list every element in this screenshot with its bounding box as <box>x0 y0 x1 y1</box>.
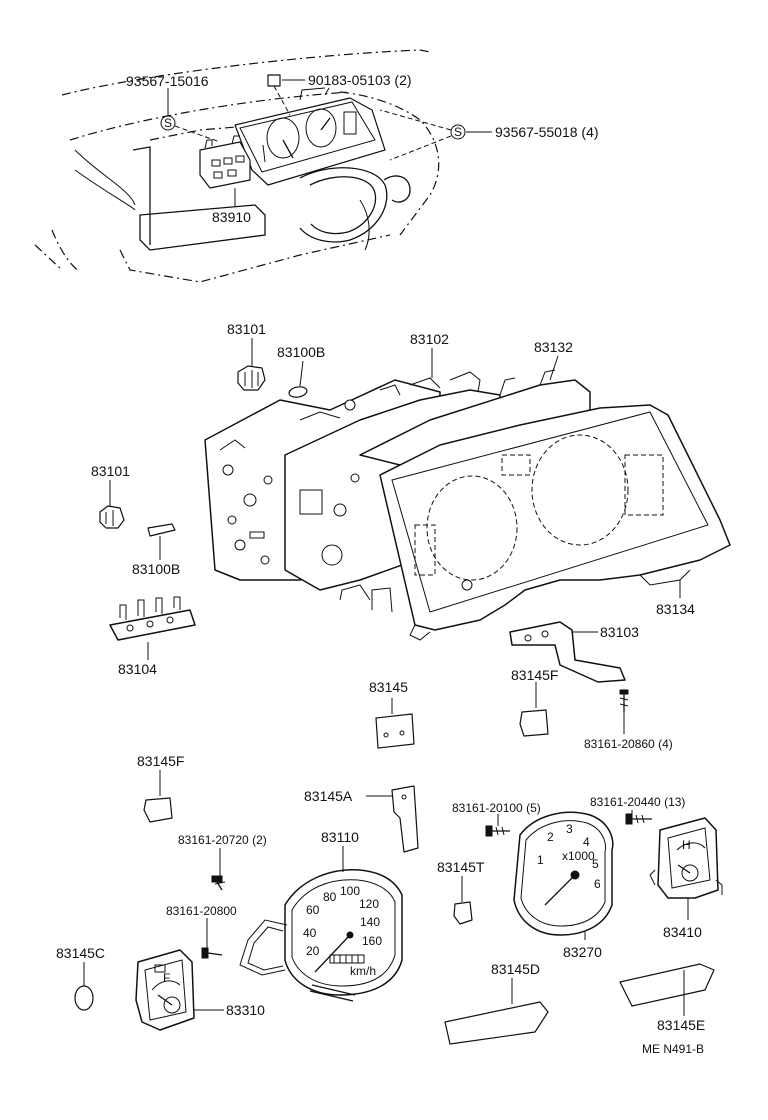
part-number: 83145D <box>491 961 540 977</box>
gauge-mark: 5 <box>592 857 599 871</box>
speedometer-83110: 60 80 100 120 140 160 40 20 km/h <box>239 869 403 1002</box>
gauge-mark: x1000 <box>562 849 595 863</box>
socket-83101-left <box>99 505 125 529</box>
gauge-mark: 140 <box>360 915 380 929</box>
screw-83161-20720 <box>211 875 226 891</box>
part-number: 83161-20860 (4) <box>584 737 673 751</box>
gauge-mark: 80 <box>323 890 337 904</box>
part-number: 83270 <box>563 944 602 960</box>
gauge-mark: 60 <box>306 903 320 917</box>
gauge-mark: 2 <box>547 830 554 844</box>
screw-symbol-right <box>450 124 466 140</box>
part-number: 83145C <box>56 945 105 961</box>
gauge-mark: km/h <box>350 964 376 978</box>
part-number: 83161-20440 (13) <box>590 795 685 809</box>
connector-83104 <box>109 596 196 641</box>
part-number: 83104 <box>118 661 157 677</box>
part-number: 83161-20720 (2) <box>178 833 267 847</box>
fuel-gauge-83310: F <box>135 949 195 1031</box>
screw-83161-20440 <box>625 813 652 825</box>
part-number: 83102 <box>410 331 449 347</box>
pad-83145c <box>74 985 94 1011</box>
part-number: 83101 <box>91 463 130 479</box>
part-number: 83132 <box>534 339 573 355</box>
tachometer-83270: 2 3 4 5 6 1 x1000 <box>513 811 614 936</box>
screw-mark: S <box>454 125 462 139</box>
bulb-83100b-top <box>288 386 308 398</box>
part-number: 83101 <box>227 321 266 337</box>
screw-83161-20860 <box>619 689 629 712</box>
part-number: 83145E <box>657 1017 705 1033</box>
screw-mark: S <box>164 116 172 130</box>
bracket-83103 <box>509 621 626 683</box>
part-number: 83134 <box>656 601 695 617</box>
part-number: 90183-05103 (2) <box>308 72 412 88</box>
gauge-mark: F <box>163 971 170 985</box>
gauge-mark: 6 <box>594 877 601 891</box>
part-number: 83161-20800 <box>166 904 237 918</box>
temperature-gauge-83410: H <box>649 817 723 899</box>
socket-83101-top <box>237 365 266 391</box>
gauge-mark: 1 <box>537 853 544 867</box>
part-number: 83161-20100 (5) <box>452 801 541 815</box>
strip-83145a <box>391 785 419 853</box>
part-number: 83145T <box>437 859 485 875</box>
pad-83145t <box>453 901 473 925</box>
plate-83145f-left <box>143 797 173 823</box>
part-number: 83100B <box>132 561 180 577</box>
part-number: 83110 <box>321 829 359 845</box>
plate-83145f-right <box>519 709 549 737</box>
strip-83145e <box>619 963 715 1007</box>
part-number: 83145F <box>511 667 558 683</box>
gauge-mark: 3 <box>566 822 573 836</box>
clip-90183 <box>267 74 281 87</box>
part-number: 83145A <box>304 788 353 804</box>
part-number: 93567-15016 <box>126 73 209 89</box>
dashboard-overview: S S 93567-15016 90183-05103 (2) 93567-55… <box>34 49 599 283</box>
strip-83145d <box>444 1001 549 1045</box>
part-number: 83145F <box>137 753 184 769</box>
screw-83161-20800 <box>201 947 223 959</box>
part-number: 83100B <box>277 344 325 360</box>
screw-83161-20100 <box>485 825 510 837</box>
part-number: 83145 <box>369 679 408 695</box>
gauge-mark: H <box>682 838 691 852</box>
gauge-mark: 120 <box>359 897 379 911</box>
gauges-and-accessories: 60 80 100 120 140 160 40 20 km/h 2 3 4 5… <box>56 667 723 1056</box>
gauge-mark: 160 <box>362 934 382 948</box>
part-number: 83410 <box>663 924 702 940</box>
part-number: 83103 <box>600 624 639 640</box>
part-number: 93567-55018 (4) <box>495 124 599 140</box>
gauge-mark: 4 <box>583 835 590 849</box>
gauge-mark: 20 <box>306 944 320 958</box>
part-number: 83310 <box>226 1002 265 1018</box>
gauge-mark: 100 <box>340 884 360 898</box>
bulb-83100b-left <box>147 523 176 537</box>
gauge-mark: 40 <box>303 926 317 940</box>
plate-83145 <box>375 713 415 749</box>
reference-code: ME N491-B <box>642 1042 704 1056</box>
cluster-assembly: 83101 83100B 83102 83132 83101 83100B 83… <box>91 321 731 712</box>
part-number: 83910 <box>212 209 251 225</box>
